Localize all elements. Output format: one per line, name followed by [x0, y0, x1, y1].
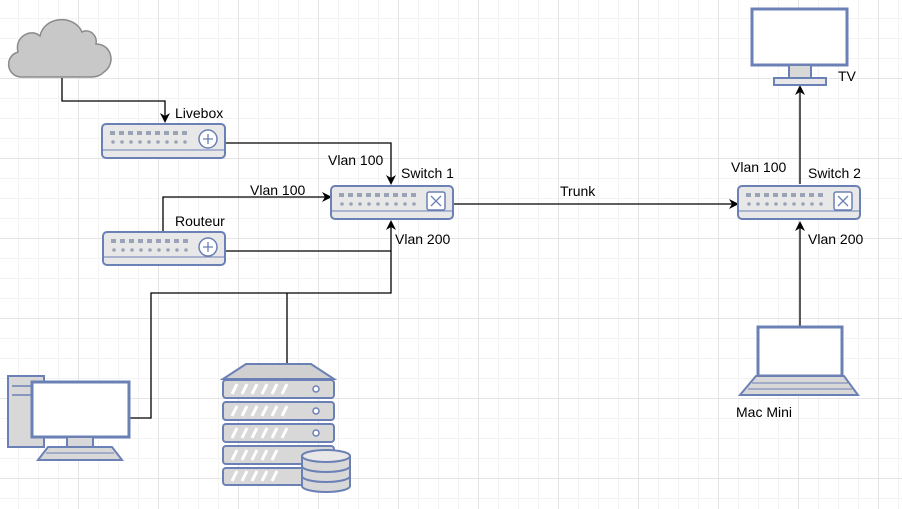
switch2-icon[interactable] — [737, 185, 861, 220]
cloud-to-livebox-link[interactable] — [61, 78, 170, 123]
database-icon — [301, 449, 351, 493]
switch1-label: Switch 1 — [401, 165, 454, 181]
labels: Livebox Routeur Switch 1 Switch 2 TV Mac… — [175, 68, 863, 420]
trunk-label: Trunk — [560, 183, 596, 199]
laptop-icon[interactable] — [737, 325, 860, 396]
livebox-router-icon[interactable] — [101, 123, 226, 159]
macmini-label: Mac Mini — [736, 404, 792, 420]
livebox-switch1-vlan-label: Vlan 100 — [328, 152, 383, 168]
routeur-to-switch1-link[interactable] — [162, 192, 332, 231]
lan-bus-link[interactable] — [130, 220, 396, 419]
livebox-to-switch1-link[interactable] — [226, 142, 396, 185]
server-storage-icon[interactable] — [219, 363, 351, 493]
switch2-label: Switch 2 — [808, 165, 861, 181]
routeur-switch1-vlan-label: Vlan 100 — [250, 182, 305, 198]
mac-switch2-vlan-label: Vlan 200 — [808, 231, 863, 247]
cloud-icon[interactable] — [8, 18, 112, 78]
connections — [61, 78, 805, 419]
routeur-router-icon[interactable] — [102, 231, 226, 266]
tv-monitor-icon[interactable] — [750, 7, 849, 86]
tv-label: TV — [838, 68, 857, 84]
desktop-pc-icon[interactable] — [7, 375, 131, 461]
livebox-label: Livebox — [175, 105, 223, 121]
tv-switch2-vlan-label: Vlan 100 — [731, 159, 786, 175]
routeur-label: Routeur — [175, 213, 225, 229]
switch1-lan-vlan-label: Vlan 200 — [395, 231, 450, 247]
switch1-icon[interactable] — [330, 185, 454, 220]
